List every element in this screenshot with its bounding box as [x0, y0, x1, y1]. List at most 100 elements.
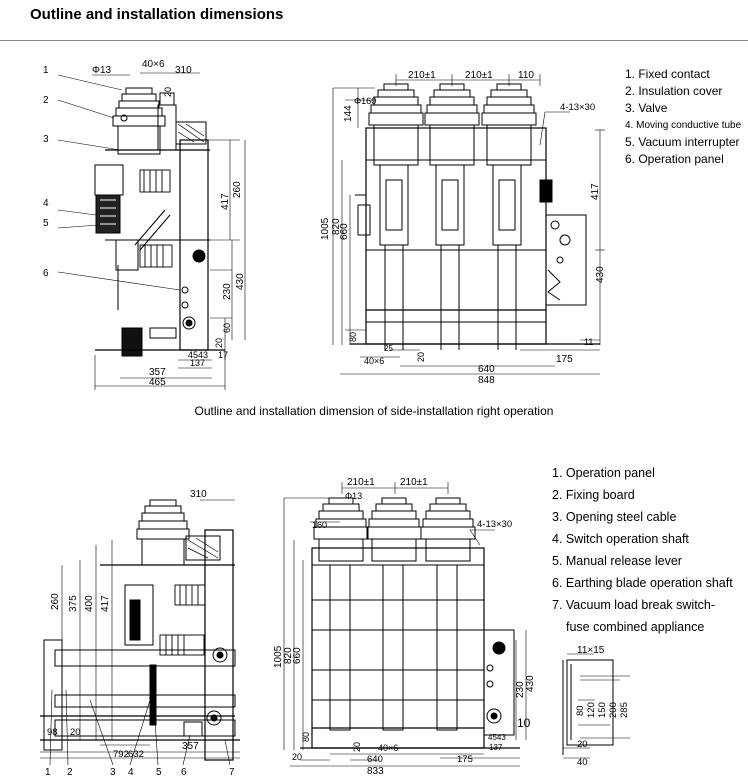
dim-label: 175	[556, 354, 573, 365]
dim-label: 150	[597, 702, 608, 718]
dim-label: 20	[214, 338, 224, 348]
callout-number: 6	[43, 268, 49, 279]
dim-label: 60	[222, 323, 232, 333]
dim-label: 1005	[273, 645, 284, 668]
dim-label: 260	[232, 181, 243, 198]
dim-label: 357	[182, 741, 199, 752]
legend-item: 5. Manual release lever	[552, 554, 682, 568]
callout-number: 2	[67, 767, 73, 778]
drawing-front-view-bottom: 210±1 210±1 Φ13 160 4-13×30 1005 820 660…	[273, 477, 536, 777]
dim-label: 357	[149, 367, 166, 378]
insulator-row	[368, 83, 537, 166]
dim-label: 417	[590, 183, 601, 200]
dim-label: 40×6	[364, 356, 384, 366]
dim-label: 80	[348, 332, 358, 342]
insulator-top-1	[112, 87, 166, 155]
dim-label: 660	[339, 223, 350, 240]
dim-label: 465	[149, 377, 166, 388]
dim-label: 640	[367, 754, 383, 765]
callout-number: 4	[128, 767, 134, 778]
drawing-hole-detail: 11×15 80 120 150 200 285 20 40	[562, 645, 630, 768]
dim-label: 417	[220, 193, 231, 210]
dim-label: 660	[292, 647, 303, 664]
insulator-row-bottom	[313, 497, 476, 562]
legend-item: 1. Fixed contact	[625, 67, 710, 81]
callout-number: 5	[156, 767, 162, 778]
dim-label: 20	[577, 739, 588, 750]
dim-label: 4543	[488, 733, 506, 742]
dim-label: 137	[190, 358, 205, 368]
callout-number: 7	[229, 767, 235, 778]
dim-label: 17	[218, 350, 228, 360]
dim-label: Φ13	[92, 65, 112, 76]
dim-label: 210±1	[408, 70, 436, 81]
dim-label: 80	[575, 705, 586, 716]
dim-label: 20	[70, 727, 81, 738]
dim-label: 4-13×30	[477, 519, 512, 530]
dim-label: 833	[367, 766, 384, 777]
dim-label: Φ160	[354, 96, 376, 106]
dim-label: 40×6	[142, 59, 165, 70]
legend-item: 5. Vacuum interrupter	[625, 135, 740, 149]
dim-label: 210±1	[400, 477, 428, 488]
title-divider	[0, 40, 748, 41]
dim-label: 11×15	[577, 645, 605, 656]
callout-number: 3	[43, 134, 49, 145]
callout-number: 1	[45, 767, 51, 778]
dim-label: 285	[619, 702, 630, 718]
legend-item: 3. Valve	[625, 101, 668, 115]
page-title: Outline and installation dimensions	[30, 6, 284, 23]
dim-label: 20	[163, 87, 173, 97]
dim-label: 144	[343, 105, 354, 122]
dim-label: 375	[68, 595, 79, 612]
legend-item: 2. Fixing board	[552, 488, 635, 502]
dim-label: 848	[478, 375, 495, 386]
legend-bottom: 1. Operation panel 2. Fixing board 3. Op…	[552, 462, 733, 638]
dim-label: 137	[489, 743, 503, 752]
dim-label: 260	[50, 593, 61, 610]
dim-label: 417	[100, 595, 111, 612]
callout-number: 2	[43, 95, 49, 106]
dim-label: 4-13×30	[560, 102, 595, 113]
callout-number: 3	[110, 767, 116, 778]
dim-label: 640	[478, 364, 495, 375]
legend-item: 1. Operation panel	[552, 466, 655, 480]
dim-label: 430	[235, 273, 246, 290]
callout-number: 5	[43, 218, 49, 229]
dim-label: 400	[84, 595, 95, 612]
dim-label: 792	[113, 749, 129, 760]
dim-label: 20	[416, 352, 426, 362]
dim-label: 10	[517, 716, 531, 730]
figure-caption: Outline and installation dimension of si…	[194, 404, 554, 418]
legend-item: 4. Moving conductive tube	[625, 120, 742, 131]
dim-label: 310	[190, 489, 207, 500]
dim-label: 310	[175, 65, 192, 76]
callout-number: 4	[43, 198, 49, 209]
dim-label: Φ13	[345, 491, 362, 501]
legend-item: 6. Earthing blade operation shaft	[552, 576, 733, 590]
legend-item: 7. Vacuum load break switch-	[552, 598, 716, 612]
dim-label: 120	[586, 702, 597, 718]
insulator-bottom-1	[136, 499, 190, 566]
drawing-front-view-top: 210±1 210±1 110 Φ160 144 4-13×30 1005 82…	[320, 70, 606, 386]
dim-label: 210±1	[347, 477, 375, 488]
dim-label: 20	[292, 752, 302, 762]
dim-label: 160	[312, 520, 327, 530]
dim-label: 210±1	[465, 70, 493, 81]
dim-label: 80	[301, 732, 311, 742]
dim-label: 230	[515, 681, 526, 698]
dim-label: 430	[525, 675, 536, 692]
legend-item: 2. Insulation cover	[625, 84, 723, 98]
insulator-top-2	[157, 92, 177, 151]
legend-top: 1. Fixed contact 2. Insulation cover 3. …	[625, 66, 741, 168]
drawing-side-view-bottom: 310 260 375 400 417 98 20 792 632 357 1 …	[40, 489, 240, 778]
callout-number: 6	[181, 767, 187, 778]
dim-label: 820	[331, 218, 342, 235]
callout-number: 1	[43, 65, 49, 76]
dim-label: 4543	[188, 350, 208, 360]
dim-label: 230	[222, 283, 233, 300]
dim-label: 25	[384, 344, 393, 353]
dim-label: 40	[577, 757, 588, 768]
dim-label: 98	[47, 727, 58, 738]
